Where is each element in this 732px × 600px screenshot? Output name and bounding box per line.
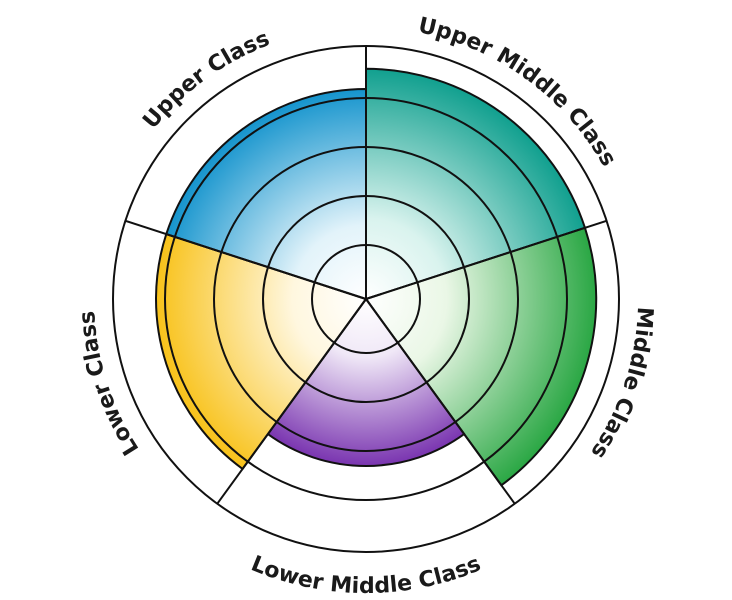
wedge-lower [155, 232, 368, 471]
spoke-5 [125, 219, 367, 300]
spoke-2 [365, 219, 607, 300]
spoke-4 [216, 298, 367, 505]
wedge-upper-middle [365, 67, 587, 301]
spoke-3 [365, 298, 516, 505]
label-lower-middle-class: Lower Middle Class [248, 552, 485, 600]
wedge-middle [364, 226, 598, 487]
wedge-lower-middle [266, 297, 466, 467]
wedge-upper [165, 88, 367, 301]
